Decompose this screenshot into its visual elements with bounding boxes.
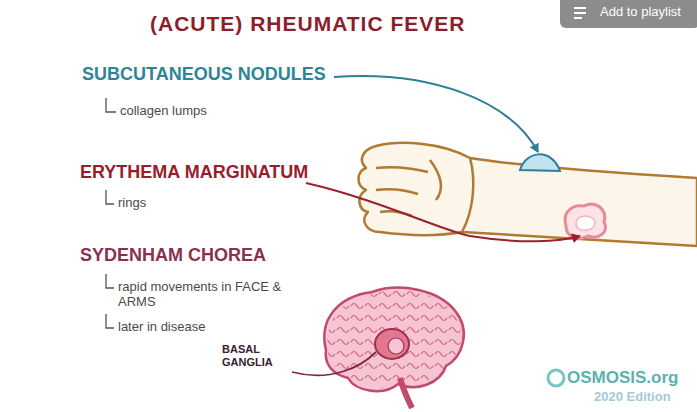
leader-line	[306, 183, 580, 241]
nodule	[520, 154, 560, 171]
ring-center	[576, 216, 595, 230]
erythema-ring	[565, 204, 606, 238]
arm	[359, 143, 697, 246]
label-note: later in disease	[118, 320, 205, 335]
label-note: rings	[118, 196, 146, 211]
label-heading: SUBCUTANEOUS NODULES	[82, 64, 326, 85]
label-heading: SYDENHAM CHOREA	[80, 245, 266, 266]
label-note: collagen lumps	[120, 104, 207, 119]
playlist-icon	[574, 8, 586, 18]
title: (ACUTE) RHEUMATIC FEVER	[150, 12, 465, 36]
logo-mark	[548, 370, 564, 386]
leader-line	[334, 76, 538, 152]
watermark: 2020 Edition	[594, 390, 671, 405]
part-name: BASAL GANGLIA	[222, 343, 294, 368]
watermark: OSMOSIS.org	[567, 368, 678, 388]
playlist-bar	[560, 0, 697, 28]
label-note: rapid movements in FACE & ARMS	[118, 280, 298, 310]
ui-button: Add to playlist	[600, 5, 681, 20]
bracket	[106, 98, 116, 328]
label-heading: ERYTHEMA MARGINATUM	[80, 162, 308, 183]
leader-line	[292, 352, 376, 375]
brain	[324, 288, 463, 408]
